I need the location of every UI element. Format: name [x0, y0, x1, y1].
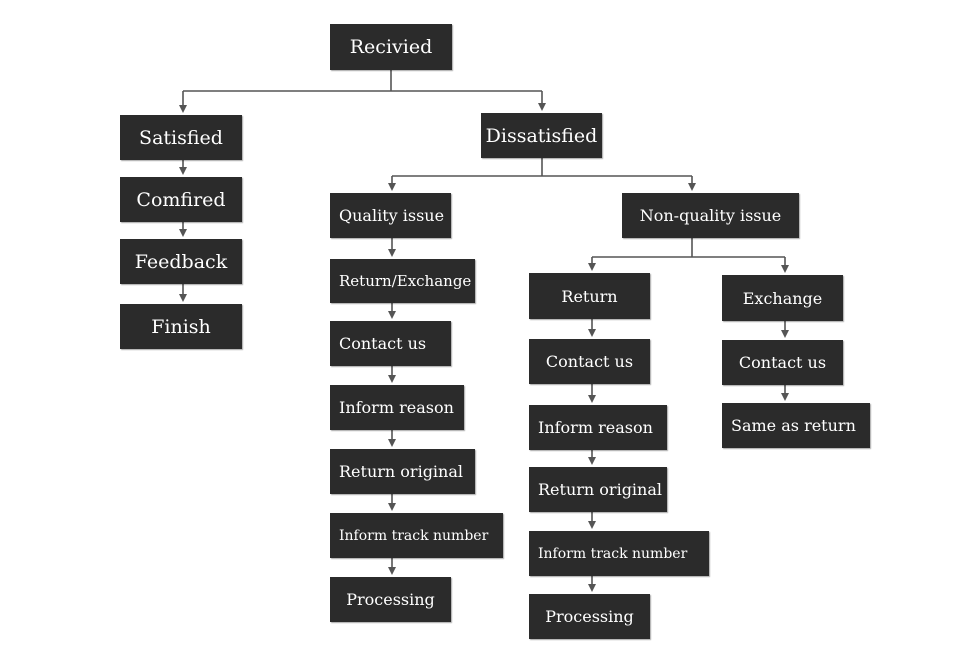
node-quality-contact-us: Contact us [330, 321, 451, 366]
node-quality-inform-track-number: Inform track number [330, 513, 503, 558]
node-quality-issue: Quality issue [330, 193, 451, 238]
node-exchange: Exchange [722, 275, 843, 321]
node-return: Return [529, 273, 650, 319]
node-recivied: Recivied [330, 24, 452, 70]
node-comfired: Comfired [120, 177, 242, 222]
node-exchange-contact-us: Contact us [722, 340, 843, 385]
node-satisfied: Satisfied [120, 115, 242, 160]
node-feedback: Feedback [120, 239, 242, 284]
node-finish: Finish [120, 304, 242, 349]
node-non-quality-issue: Non-quality issue [622, 193, 799, 238]
node-return-return-original: Return original [529, 467, 667, 512]
node-quality-return-exchange: Return/Exchange [330, 259, 475, 303]
node-return-contact-us: Contact us [529, 339, 650, 384]
node-return-processing: Processing [529, 594, 650, 639]
node-quality-return-original: Return original [330, 449, 475, 494]
node-quality-processing: Processing [330, 577, 451, 622]
node-exchange-same-as-return: Same as return [722, 403, 870, 448]
node-return-inform-track-number: Inform track number [529, 531, 709, 576]
node-quality-inform-reason: Inform reason [330, 385, 464, 430]
node-dissatisfied: Dissatisfied [481, 113, 602, 158]
node-return-inform-reason: Inform reason [529, 405, 667, 450]
